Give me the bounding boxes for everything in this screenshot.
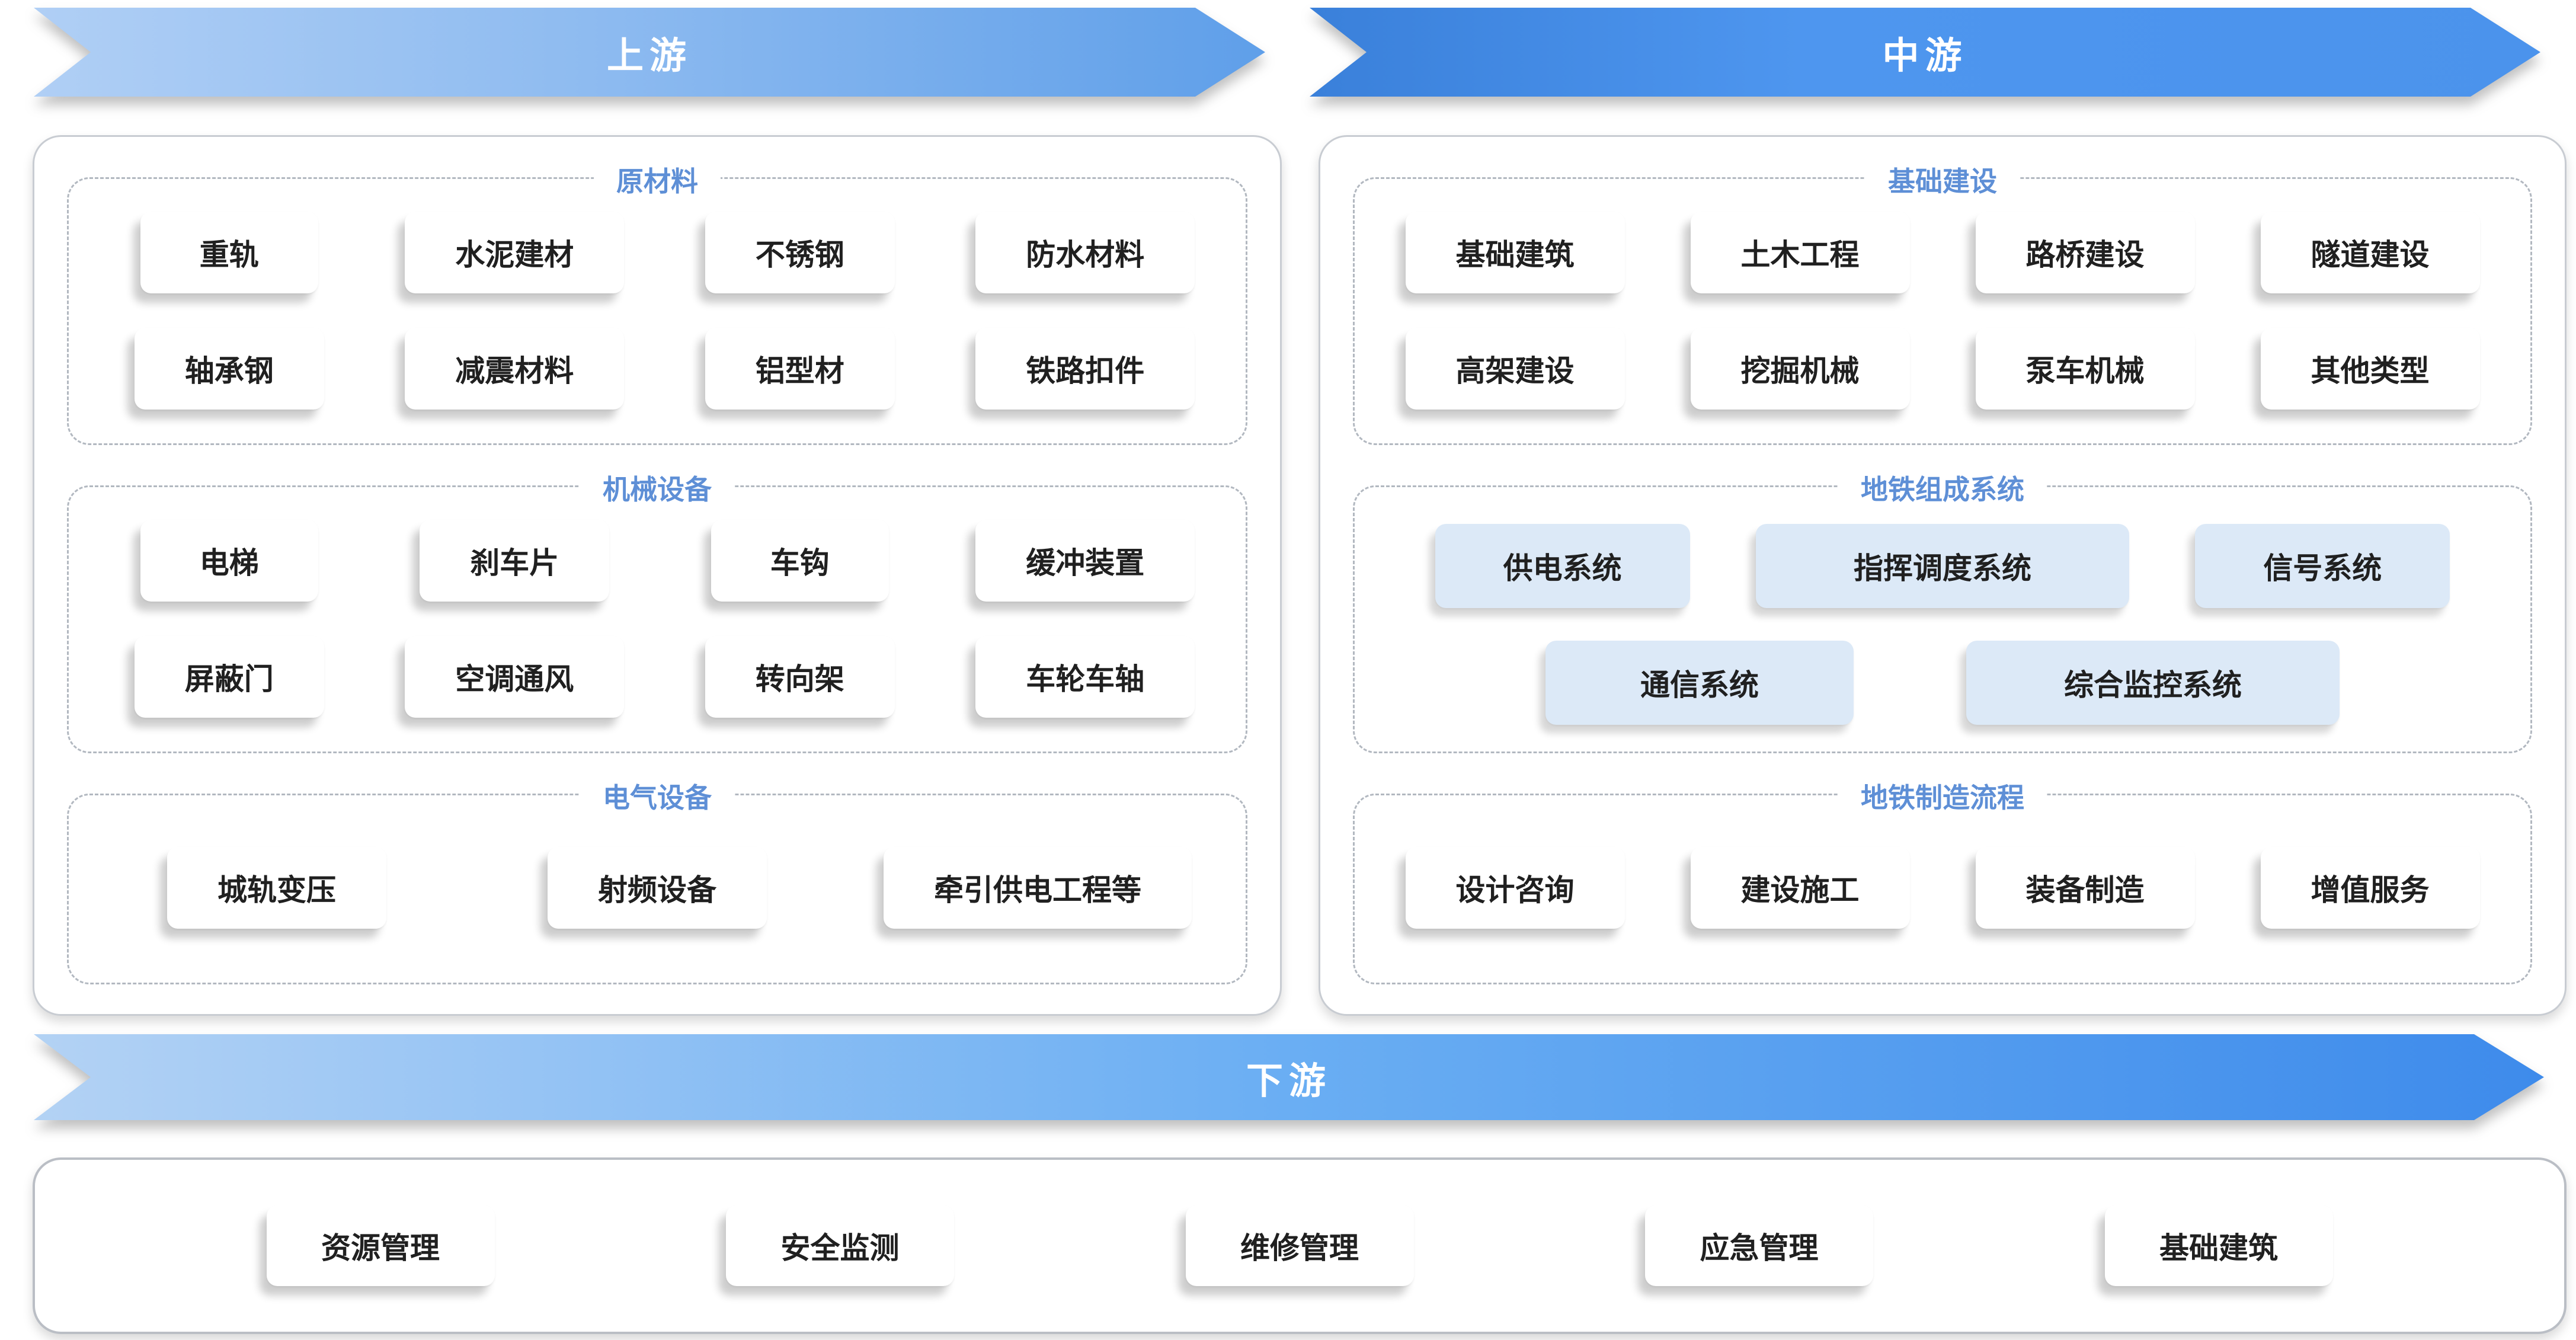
section-electrical-equipment: 电气设备 城轨变压 射频设备 牵引供电工程等: [67, 776, 1247, 984]
chain-item-card: 设计咨询: [1405, 847, 1625, 929]
chain-item-card: 重轨: [140, 212, 318, 293]
chain-item-card: 防水材料: [975, 212, 1195, 293]
chain-item-card: 射频设备: [548, 847, 767, 929]
chain-item-card: 缓冲装置: [975, 520, 1195, 602]
chain-item-card: 维修管理: [1185, 1205, 1414, 1286]
section-mechanical-equipment: 机械设备 电梯 刹车片 车钩 缓冲装置 屏蔽门 空调通风 转向架 车轮车轴: [67, 468, 1247, 753]
chain-item-card: 供电系统: [1435, 524, 1690, 608]
chain-item-card: 车钩: [711, 520, 889, 602]
section-title: 地铁制造流程: [1838, 776, 2047, 815]
chain-item-card: 建设施工: [1690, 847, 1910, 929]
chain-item-card: 资源管理: [266, 1205, 495, 1286]
chain-item-card: 路桥建设: [1975, 212, 2195, 293]
chain-item-card: 信号系统: [2195, 524, 2450, 608]
section-metro-manufacturing: 地铁制造流程 设计咨询 建设施工 装备制造 增值服务: [1353, 776, 2532, 984]
chain-item-card: 水泥建材: [405, 212, 625, 293]
chain-item-card: 指挥调度系统: [1755, 524, 2129, 608]
chain-item-card: 车轮车轴: [975, 636, 1195, 718]
chain-item-card: 安全监测: [726, 1205, 954, 1286]
chain-item-card: 基础建筑: [2104, 1205, 2333, 1286]
banner-midstream-shape: 中游: [1310, 8, 2540, 97]
chain-item-card: 刹车片: [420, 520, 610, 602]
chain-item-card: 泵车机械: [1975, 328, 2195, 410]
chain-item-card: 综合监控系统: [1966, 641, 2340, 725]
chain-item-card: 基础建筑: [1405, 212, 1625, 293]
chain-item-card: 牵引供电工程等: [884, 847, 1192, 929]
banner-midstream-label: 中游: [1882, 36, 1968, 76]
banner-downstream-shape: 下游: [34, 1034, 2544, 1120]
section-raw-materials: 原材料 重轨 水泥建材 不锈钢 防水材料 轴承钢 减震材料 铝型材 铁路扣件: [67, 160, 1247, 445]
chain-item-card: 电梯: [140, 520, 318, 602]
section-title: 原材料: [594, 160, 721, 199]
section-infrastructure: 基础建设 基础建筑 土木工程 路桥建设 隧道建设 高架建设 挖掘机械 泵车机械 …: [1353, 160, 2532, 445]
chain-item-card: 城轨变压: [167, 847, 386, 929]
banner-downstream: 下游: [34, 1034, 2544, 1120]
chain-item-card: 减震材料: [405, 328, 625, 410]
section-title: 地铁组成系统: [1838, 468, 2047, 507]
chain-item-card: 不锈钢: [705, 212, 895, 293]
banner-upstream-shape: 上游: [34, 8, 1265, 97]
banner-midstream: 中游: [1310, 8, 2540, 97]
chain-item-card: 高架建设: [1405, 328, 1625, 410]
section-title: 机械设备: [580, 468, 734, 507]
midstream-panel: 基础建设 基础建筑 土木工程 路桥建设 隧道建设 高架建设 挖掘机械 泵车机械 …: [1319, 135, 2567, 1016]
chain-item-card: 装备制造: [1975, 847, 2195, 929]
chain-item-card: 应急管理: [1645, 1205, 1873, 1286]
section-title: 电气设备: [580, 776, 734, 815]
section-metro-systems: 地铁组成系统 供电系统 指挥调度系统 信号系统 通信系统 综合监控系统: [1353, 468, 2532, 753]
chain-item-card: 挖掘机械: [1690, 328, 1910, 410]
chain-item-card: 隧道建设: [2260, 212, 2480, 293]
banner-downstream-label: 下游: [1246, 1060, 1332, 1102]
chain-item-card: 铁路扣件: [975, 328, 1195, 410]
banner-upstream-label: 上游: [606, 36, 692, 76]
chain-item-card: 空调通风: [405, 636, 625, 718]
chain-item-card: 铝型材: [705, 328, 895, 410]
chain-item-card: 增值服务: [2260, 847, 2480, 929]
chain-item-card: 通信系统: [1545, 641, 1854, 725]
chain-item-card: 其他类型: [2260, 328, 2480, 410]
chain-item-card: 屏蔽门: [134, 636, 324, 718]
chain-item-card: 轴承钢: [134, 328, 324, 410]
banner-upstream: 上游: [34, 8, 1265, 97]
chain-item-card: 转向架: [705, 636, 895, 718]
upstream-panel: 原材料 重轨 水泥建材 不锈钢 防水材料 轴承钢 减震材料 铝型材 铁路扣件 机…: [33, 135, 1282, 1016]
downstream-panel: 资源管理 安全监测 维修管理 应急管理 基础建筑: [33, 1157, 2567, 1334]
chain-item-card: 土木工程: [1690, 212, 1910, 293]
section-title: 基础建设: [1865, 160, 2020, 199]
